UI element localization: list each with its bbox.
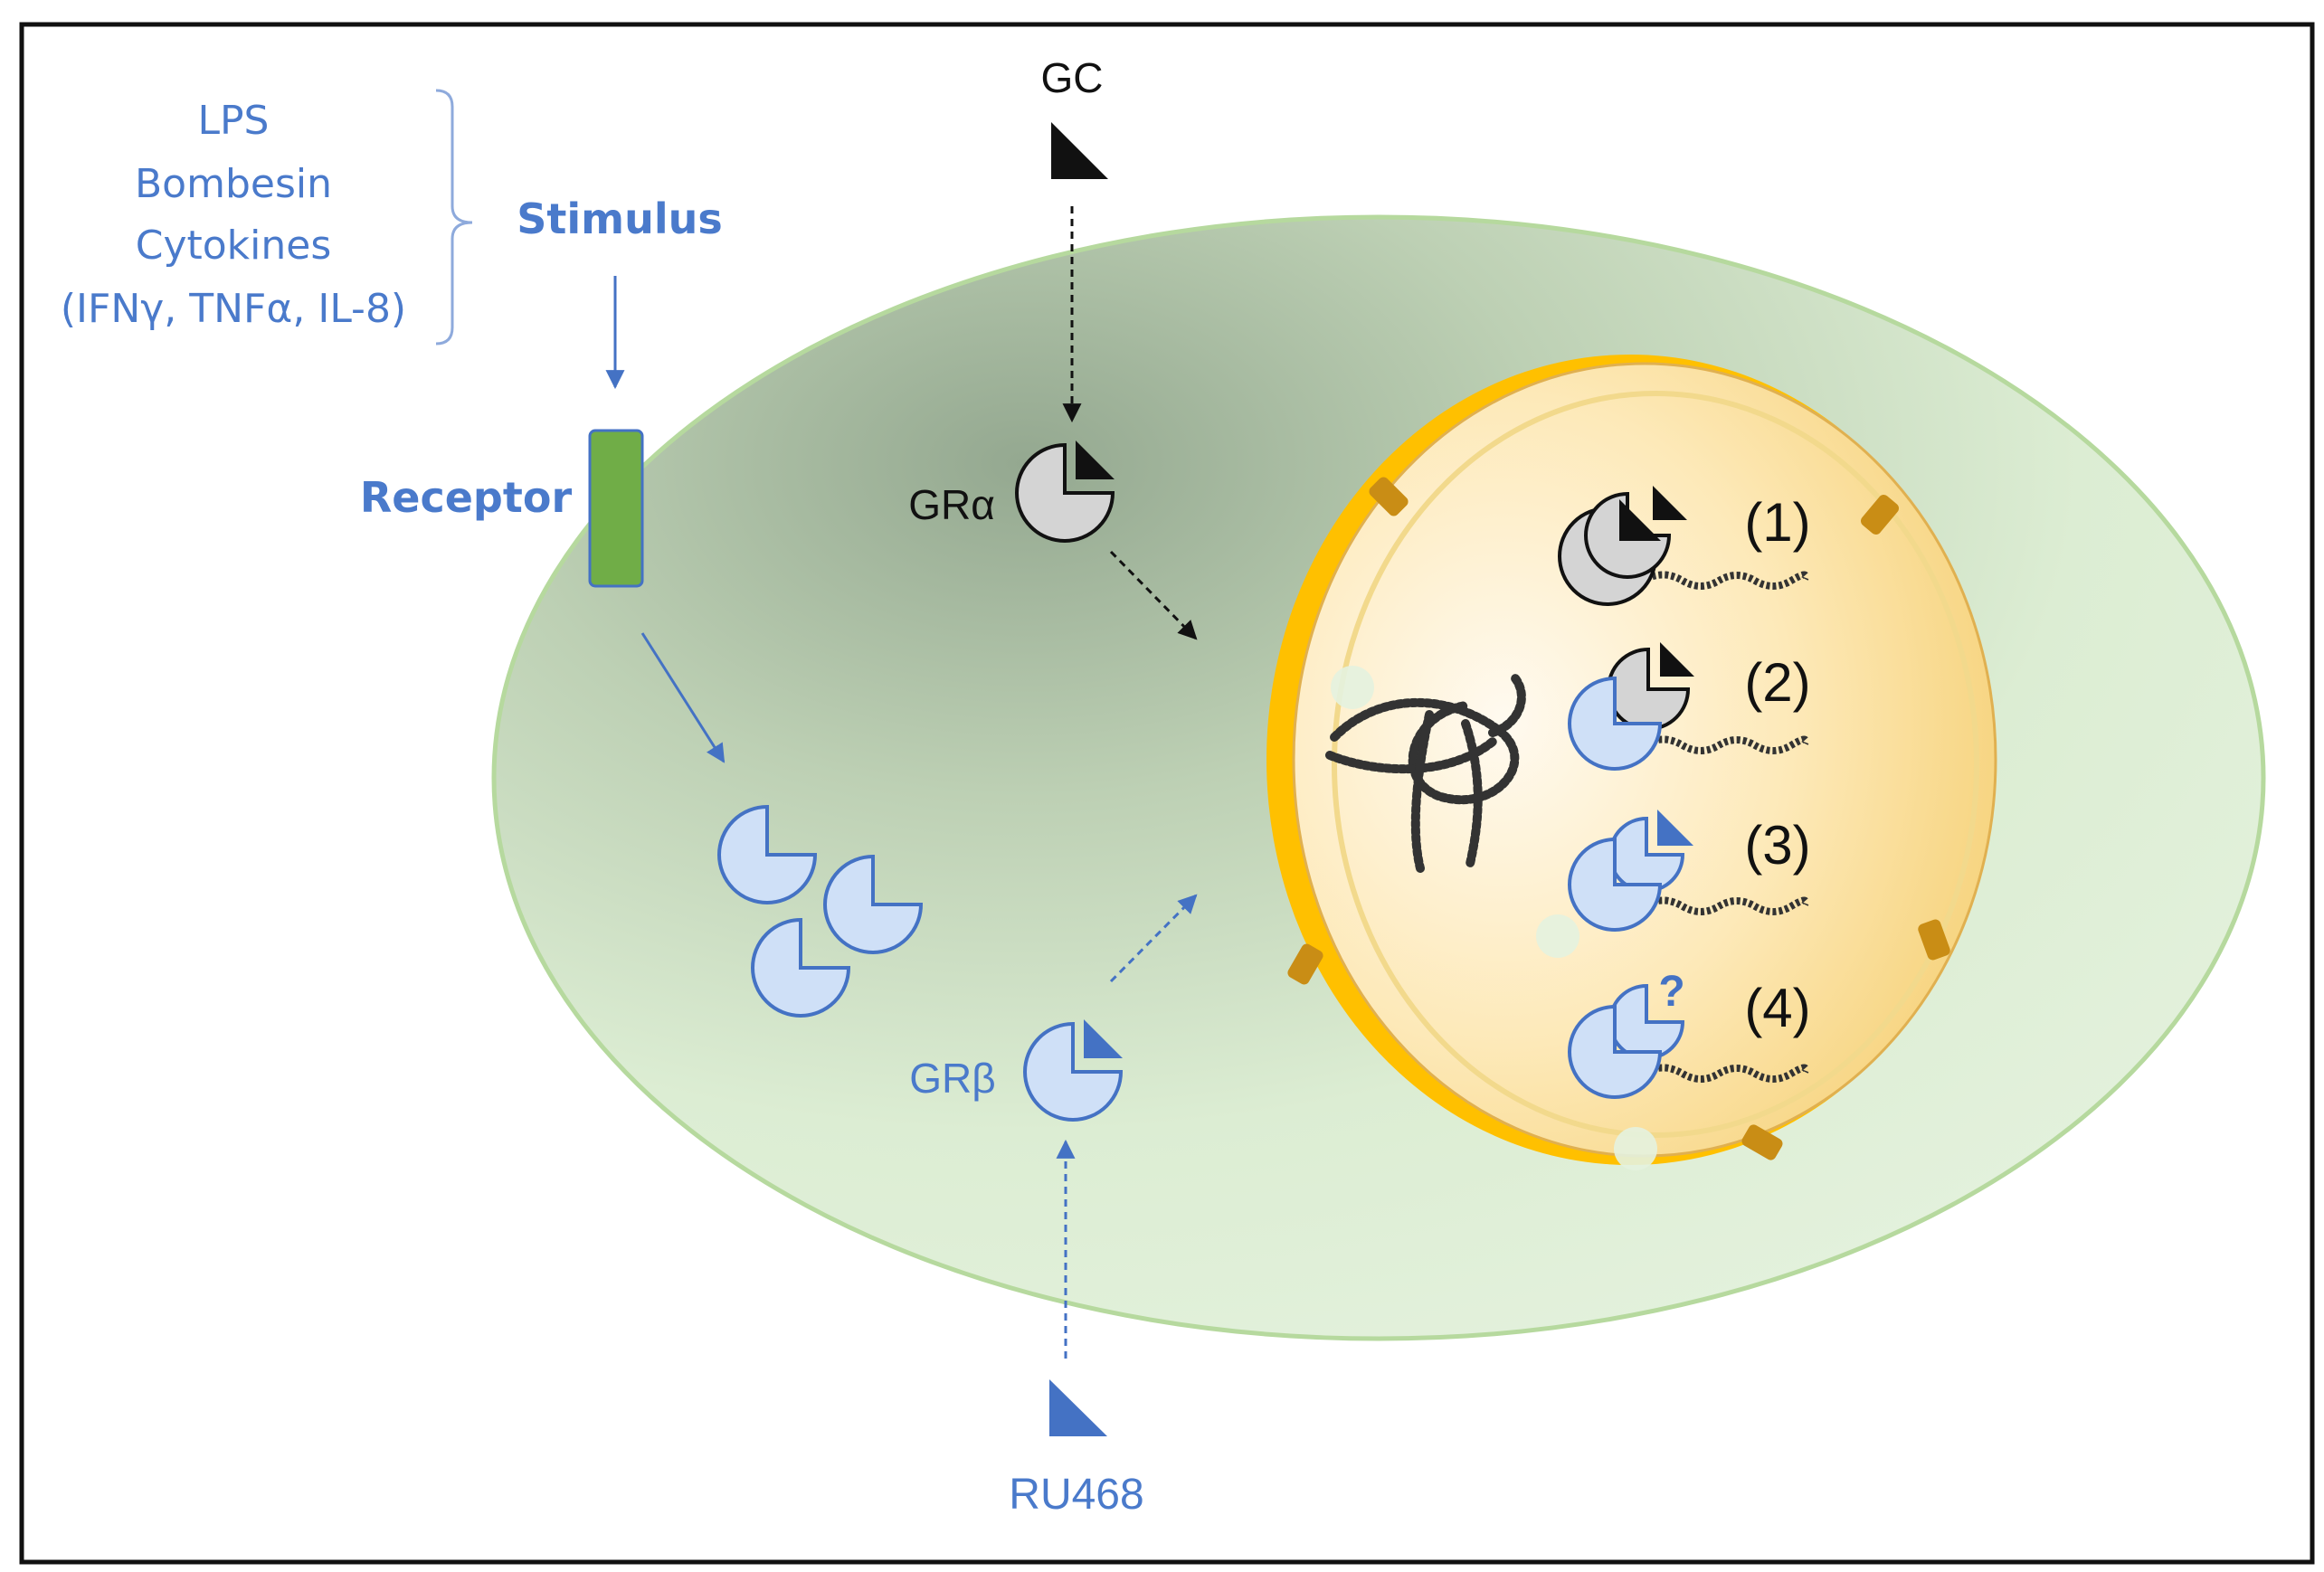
unknown-marker: ?	[1658, 968, 1684, 1016]
receptor-label: Receptor	[360, 473, 573, 522]
state-label: (2)	[1744, 652, 1810, 713]
nucleolus-spot	[1536, 914, 1579, 958]
nuclear-state-3: (3)	[1568, 810, 1811, 932]
dna-icon	[1645, 1064, 1809, 1083]
nuclear-pore	[1369, 477, 1409, 516]
gr-beta-icon	[1023, 1019, 1124, 1122]
gr-alpha-icon	[1015, 440, 1115, 543]
stimulus-heading: Stimulus	[517, 194, 722, 243]
nuclear-state-2: (2)	[1568, 642, 1811, 771]
gr-beta-icon	[751, 917, 851, 1018]
state-label: (3)	[1744, 815, 1810, 876]
gc-label: GC	[1041, 54, 1104, 101]
dna-icon	[1645, 896, 1809, 915]
nucleolus-spot	[1614, 1127, 1657, 1170]
stimulus-agent-list: LPS Bombesin Cytokines (IFNγ, TNFα, IL-8…	[61, 98, 406, 332]
dna-icon	[1645, 735, 1809, 754]
state-label: (1)	[1744, 492, 1810, 553]
nucleolus-spot	[1331, 666, 1374, 709]
gr-beta-icon	[823, 854, 924, 954]
chromatin-icon	[1325, 674, 1526, 873]
nuclear-pore	[1918, 919, 1950, 961]
membrane-receptor	[588, 429, 644, 588]
gr-beta-icon	[717, 804, 818, 904]
ru468-label: RU468	[1009, 1471, 1143, 1519]
receptor-signal-arrow	[640, 632, 726, 763]
nuclear-pore	[1287, 943, 1323, 985]
nuclear-pore	[1860, 495, 1900, 535]
state-label: (4)	[1744, 978, 1810, 1038]
stimulus-agent: Bombesin	[135, 161, 332, 207]
nuclear-state-1: (1)	[1558, 486, 1811, 606]
gc-ligand-icon	[1051, 122, 1108, 179]
gr-beta-pool	[717, 804, 924, 1018]
gr-beta-label: GRβ	[909, 1055, 995, 1102]
dna-icon	[1645, 571, 1809, 590]
gr-alpha-label: GRα	[908, 481, 995, 528]
nuclear-pore	[1741, 1124, 1783, 1160]
stimulus-agent: (IFNγ, TNFα, IL-8)	[61, 286, 406, 332]
stimulus-brace	[435, 89, 473, 346]
nuclear-state-4: ? (4)	[1568, 968, 1811, 1099]
ru468-ligand-icon	[1049, 1379, 1107, 1436]
stimulus-agent: Cytokines	[136, 223, 332, 269]
stimulus-agent: LPS	[198, 98, 270, 144]
